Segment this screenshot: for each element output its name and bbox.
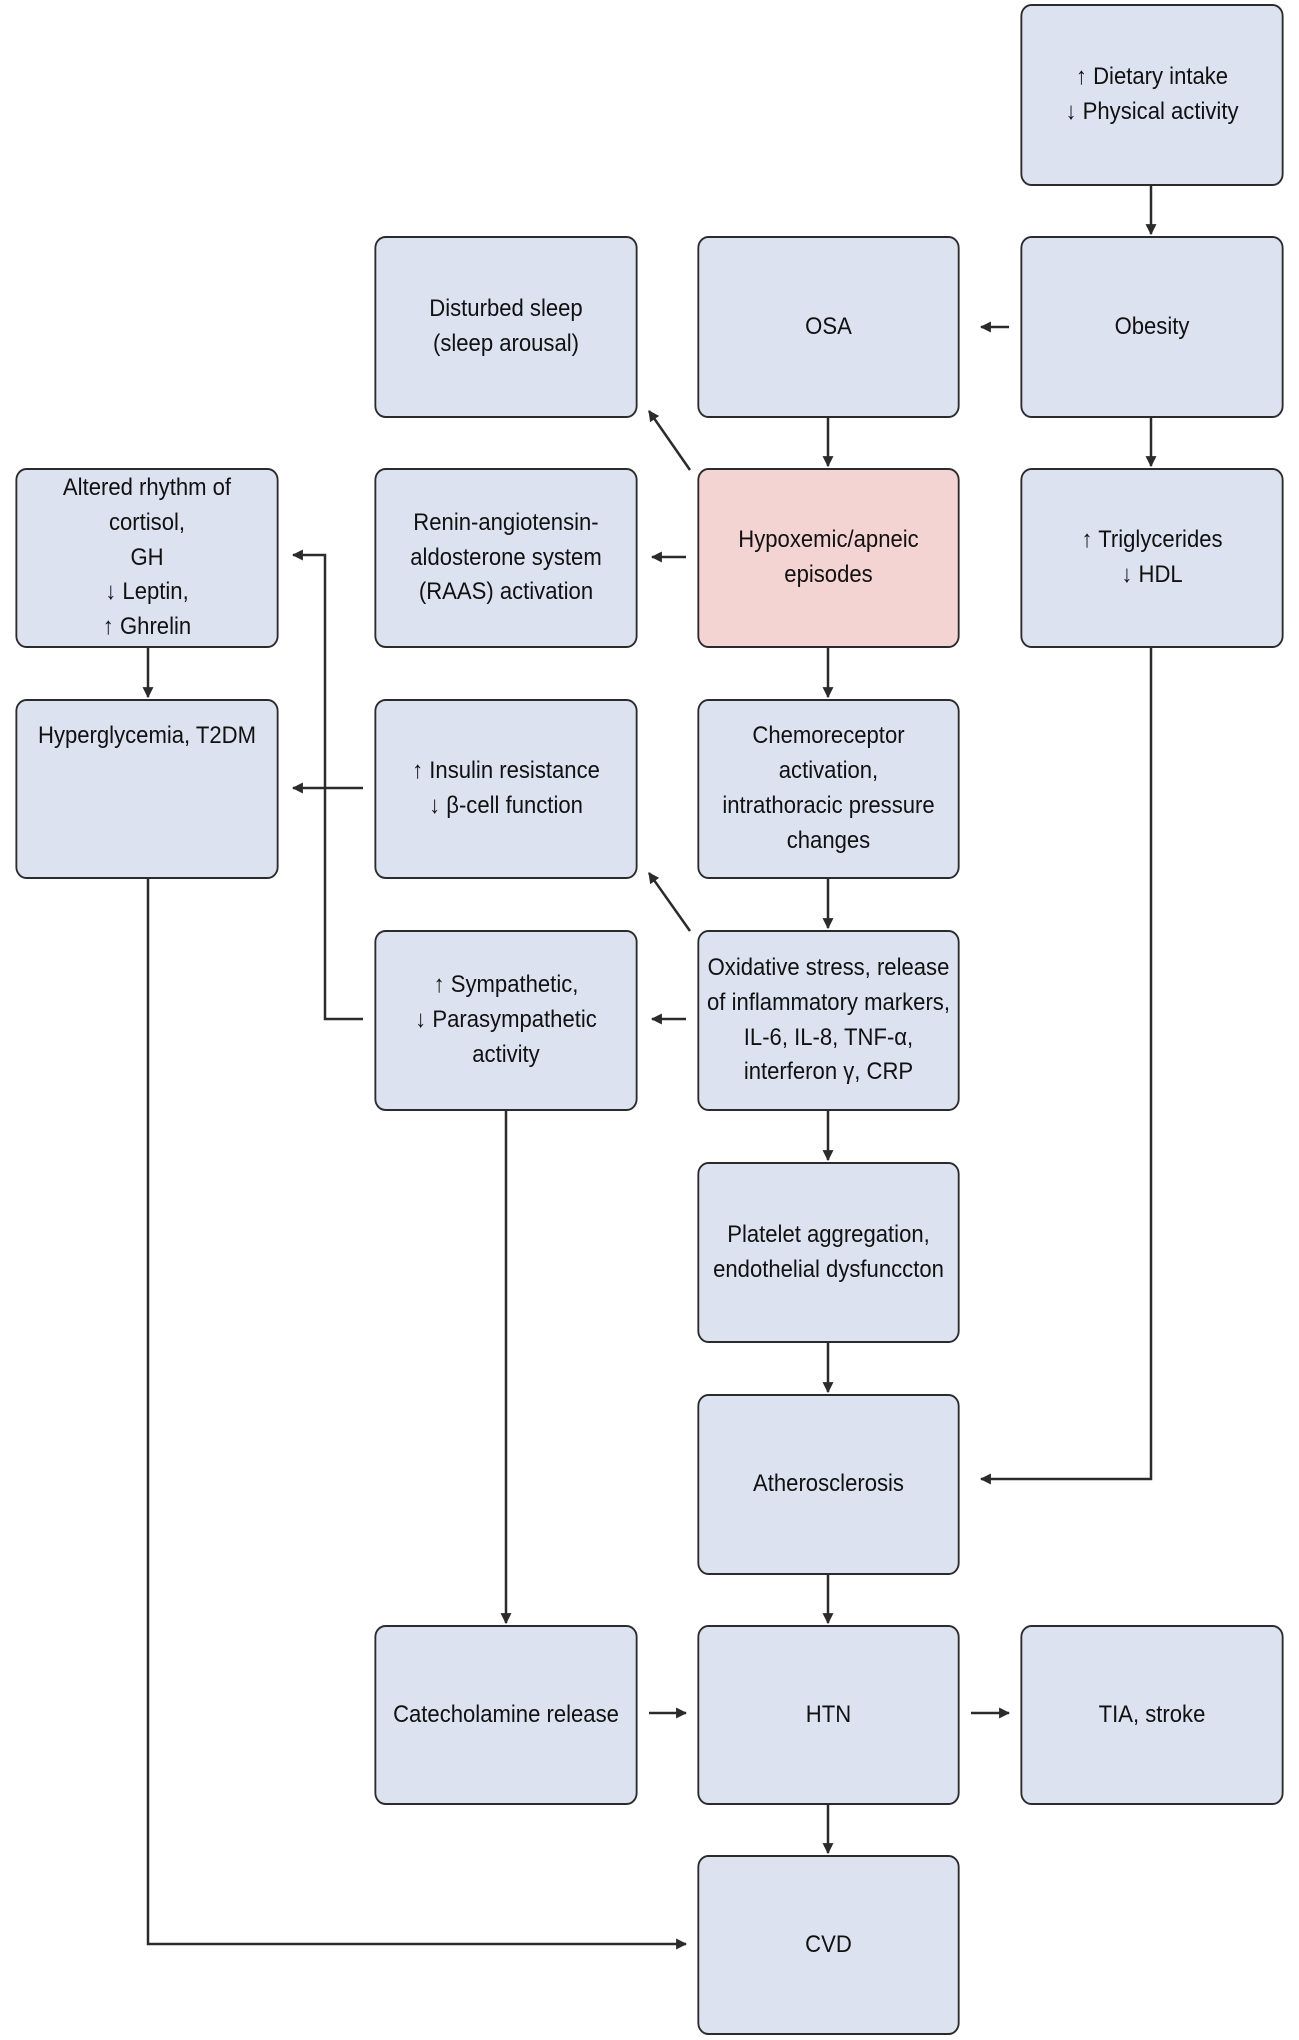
arrow-lipids-to-atherosclerosis [979,648,1153,1485]
node-platelet-aggregation: Platelet aggregation, endothelial dysfunc… [697,1162,960,1343]
node-text-line: (sleep arousal) [432,330,580,357]
node-text-line: ↑ Insulin resistance [412,757,600,785]
node-text-line: Altered rhythm of cortisol, [62,474,232,536]
node-text-line: IL-6, IL-8, TNF-α, [743,1023,914,1051]
node-text-line: Atherosclerosis [753,1470,904,1498]
node-text-line: Chemoreceptor [752,722,905,750]
node-text-line: activation, [778,757,879,785]
node-text-line: Catecholamine release [393,1700,619,1728]
node-text-line: ↓ HDL [1121,561,1183,588]
node-catecholamine-release: Catecholamine release [374,1625,638,1805]
arrow-hypoxemic-to-disturbed-sleep [647,410,692,471]
node-sympathetic-activity: ↑ Sympathetic, ↓ Parasympathetic activity [374,930,638,1111]
node-text-line: ↓ β-cell function [429,792,583,819]
node-text: Hypoxemic/apneic episodes [738,523,918,593]
node-text-line: Renin-angiotensin- [413,508,599,536]
arrow-oxidative-to-insulin [647,872,692,932]
node-text-line: HTN [805,1700,852,1728]
node-text: ↑ Insulin resistance ↓ β-cell function [412,754,600,824]
node-obesity: Obesity [1020,236,1284,418]
node-dietary-intake: ↑ Dietary intake ↓ Physical activity [1020,4,1284,186]
node-text-line: Hyperglycemia, T2DM [37,722,256,749]
node-text-line: CVD [805,1930,852,1958]
node-text-line: Oxidative stress, release [707,953,950,981]
node-text-line: intrathoracic pressure [722,792,935,819]
node-text-line: endothelial dysfunccton [713,1255,944,1283]
node-tia-stroke: TIA, stroke [1020,1625,1284,1805]
node-atherosclerosis: Atherosclerosis [697,1394,960,1575]
node-triglycerides-hdl: ↑ Triglycerides ↓ HDL [1020,468,1284,648]
node-text: Platelet aggregation, endothelial dysfunc… [713,1218,944,1288]
node-text-line: Hypoxemic/apneic [738,526,919,554]
node-text: Oxidative stress, release of inflammatory… [707,951,950,1090]
node-text: Catecholamine release [393,1698,619,1733]
node-insulin-resistance: ↑ Insulin resistance ↓ β-cell function [374,699,638,879]
node-text: CVD [805,1928,852,1963]
node-text-line: ↑ Sympathetic, [433,971,579,999]
node-text: ↑ Sympathetic, ↓ Parasympathetic activity [384,968,629,1072]
node-osa: OSA [697,236,960,418]
node-text: Renin-angiotensin-aldosterone system (RAA… [410,506,601,610]
node-text-line: ↓ Physical activity [1065,98,1239,125]
node-text-line: OSA [805,312,852,340]
node-hyperglycemia: Hyperglycemia, T2DM [15,699,279,879]
node-text-line: aldosterone system [410,543,602,571]
node-text-line: (RAAS) activation [418,578,594,606]
node-text-line: episodes [784,561,873,588]
node-text: OSA [805,310,852,345]
node-text-line: ↓ Parasympathetic activity [415,1006,597,1068]
node-raas-activation: Renin-angiotensin-aldosterone system (RAA… [374,468,638,648]
node-oxidative-stress: Oxidative stress, release of inflammatory… [697,930,960,1111]
node-text-line: Platelet aggregation, [727,1220,930,1248]
node-cvd: CVD [697,1855,960,2035]
node-text: TIA, stroke [1099,1698,1206,1733]
node-text-line: of inflammatory markers, [707,988,950,1016]
node-text: Hyperglycemia, T2DM [38,719,256,754]
arrow-hyperglycemia-to-cvd [146,879,688,1950]
node-text-line: Obesity [1114,312,1190,340]
node-text-line: interferon γ, CRP [743,1058,914,1086]
node-text: Atherosclerosis [753,1467,904,1502]
node-text-line: GH [130,543,164,571]
node-htn: HTN [697,1625,960,1805]
node-text: HTN [806,1698,851,1733]
node-text: Disturbed sleep (sleep arousal) [429,292,582,362]
node-text: Obesity [1115,310,1190,345]
node-text-line: ↑ Dietary intake [1075,63,1229,91]
node-text-line: Disturbed sleep [429,295,583,323]
node-text-line: TIA, stroke [1098,1700,1206,1728]
node-text-line: ↑ Triglycerides [1081,526,1223,554]
node-text-line: ↑ Ghrelin [102,613,192,641]
node-chemoreceptor-activation: Chemoreceptor activation, intrathoracic pr… [697,699,960,879]
node-hypoxemic-apneic-episodes: Hypoxemic/apneic episodes [697,468,960,648]
node-text-line: ↓ Leptin, [105,578,189,606]
node-text: Altered rhythm of cortisol, GH ↓ Leptin, ↑ … [25,471,270,645]
node-text: ↑ Dietary intake ↓ Physical activity [1065,60,1238,130]
node-text: ↑ Triglycerides ↓ HDL [1081,523,1222,593]
arrow-sympathetic-to-hormones [291,549,363,1021]
node-text-line: changes [786,826,871,854]
node-hormones: Altered rhythm of cortisol, GH ↓ Leptin, ↑ … [15,468,279,648]
node-text: Chemoreceptor activation, intrathoracic pr… [722,719,934,858]
node-disturbed-sleep: Disturbed sleep (sleep arousal) [374,236,638,418]
